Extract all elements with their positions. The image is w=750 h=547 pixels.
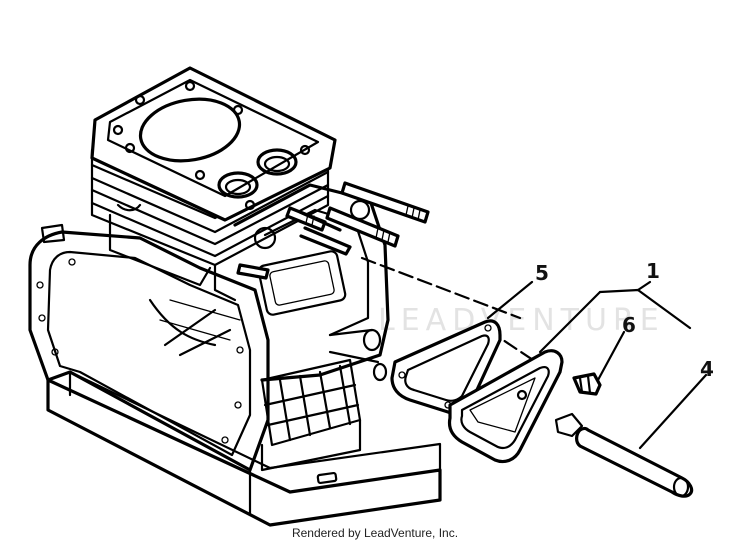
callout-label-5: 5 [535,261,549,285]
stud-bolts [236,181,430,280]
watermark-text: LEADVENTURE [378,303,665,338]
callout-1-bracket [598,280,692,330]
engine-block [28,183,442,527]
callout-label-1: 1 [646,259,660,283]
part-4-hose [575,373,708,498]
callout-label-6: 6 [622,313,636,337]
part-1-breather-cover [447,290,602,464]
footer-credit: Rendered by LeadVenture, Inc. [291,526,459,540]
assembly-leader-line [360,256,522,320]
callout-label-4: 4 [700,357,714,381]
cylinder-head [90,66,337,302]
part-6-fitting [554,330,626,438]
watermark-logo: LEADVENTURE [378,303,665,338]
